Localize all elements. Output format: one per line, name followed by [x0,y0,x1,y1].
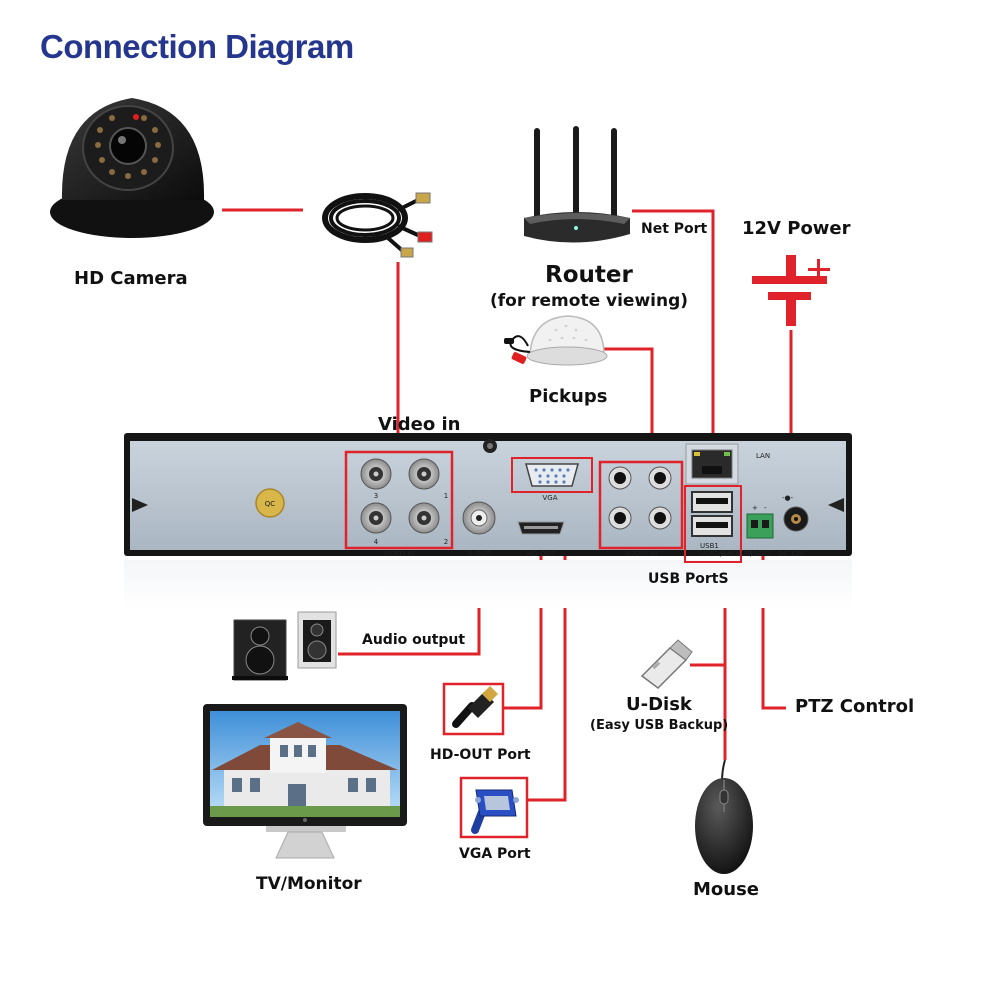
audio-output-label: Audio output [362,632,466,648]
vga-port-caption: VGA Port [459,846,531,862]
usb-highlight [684,485,742,563]
hd-out-port-caption: HD-OUT Port [430,747,531,763]
rs485-port-label: RS485 [748,550,771,558]
mouse-icon [695,759,753,874]
usb-ports-label: USB PortS [648,571,729,587]
power-symbol-icon [752,255,830,326]
svg-text:4: 4 [374,538,379,546]
bnc-cable-coil-icon [322,192,433,258]
speakers-icon [232,611,337,681]
tv-monitor-icon [203,704,407,859]
usb-flash-drive-icon [640,639,693,689]
net-port-label: Net Port [641,221,708,237]
hdmi-cable-icon [452,686,498,728]
vga-port-icon [525,463,579,487]
svg-text:2: 2 [444,538,448,546]
video-in-port-label: VIDEO IN [383,550,415,558]
u-disk-label: U-Disk [626,694,692,715]
bnc-port-ch1-icon [408,458,440,490]
rs485-terminal-icon [746,513,774,539]
pickup-microphone-icon [504,315,608,366]
vga-cable-icon [471,789,519,834]
hd-out-port-label: HD-OUT [527,550,556,558]
wire-router-net-port [632,209,715,448]
vga-port-label: VGA [542,494,557,502]
bnc-port-ch3-icon [360,458,392,490]
audio-in-port-label: AUDIO IN [625,550,657,558]
dc12v-port-label: DC 12V [778,550,804,558]
video-in-highlight [344,450,454,550]
svg-text:3: 3 [374,492,378,500]
bnc-port-ch4-icon [360,502,392,534]
lan-port-label: LAN [756,452,770,460]
hd-camera-label: HD Camera [74,268,188,289]
router-icon [524,126,630,243]
usb1-port-label: USB1 [700,542,719,550]
a-out-port-label: A-OUT [468,550,491,558]
wire-pickups-audio-in [596,347,654,462]
qc-sticker: QC [265,500,276,508]
audio-in-highlight [598,460,684,550]
router-label: Router [545,262,633,288]
rca-port-ch3-icon [608,466,632,490]
rca-port-ch1-icon [648,466,672,490]
power-label: 12V Power [742,218,851,239]
rca-port-ch2-icon [648,506,672,530]
u-disk-sub-label: (Easy USB Backup) [590,718,729,733]
mouse-label: Mouse [693,879,760,900]
router-sub-label: (for remote viewing) [490,291,689,311]
audio-out-port-icon [462,501,496,535]
vga-highlight [511,457,593,493]
page-title: Connection Diagram [40,28,354,65]
dome-camera-icon [50,98,214,238]
svg-text:-: - [764,504,767,512]
usb2-port-label: USB2(BACKUP) [700,550,753,558]
svg-text:1: 1 [444,492,448,500]
pickups-label: Pickups [529,386,608,407]
tv-monitor-label: TV/Monitor [256,874,362,894]
rca-port-ch4-icon [608,506,632,530]
svg-text:-●-: -●- [782,494,794,502]
dvr-back-panel: QC 3 1 4 2 VIDEO IN A-OUT VGA [124,433,852,608]
bnc-port-ch2-icon [408,502,440,534]
video-in-label: Video in [378,414,461,435]
ptz-control-label: PTZ Control [795,696,915,717]
svg-text:+: + [752,504,758,512]
